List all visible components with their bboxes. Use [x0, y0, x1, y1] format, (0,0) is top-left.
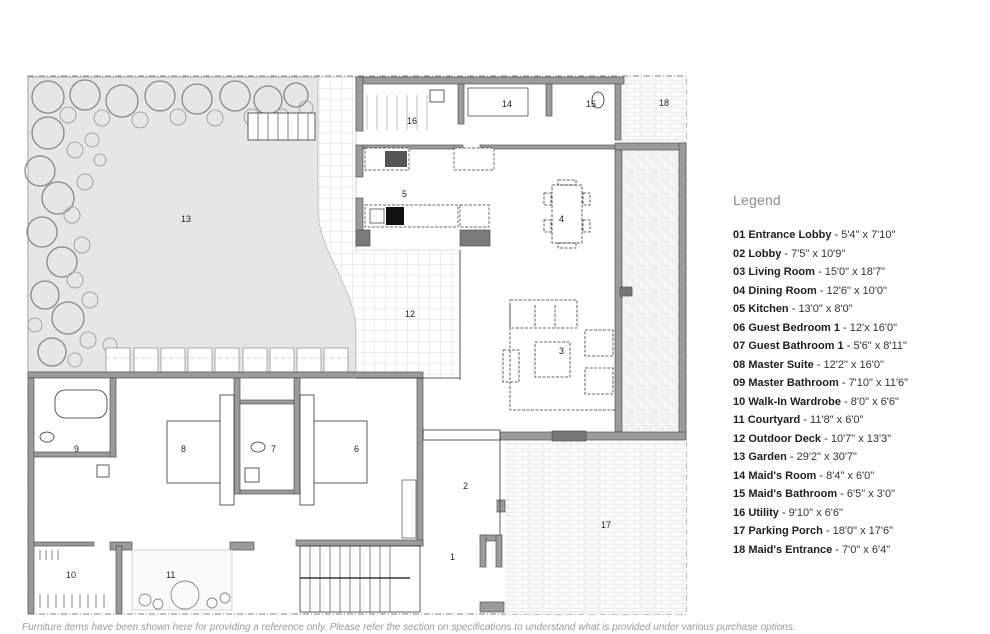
kitchen-sink-icon	[369, 208, 385, 224]
room-label-10: 10	[66, 570, 76, 580]
hob-icon	[386, 207, 404, 225]
living-room-furniture	[502, 299, 615, 411]
legend-item: 08 Master Suite - 12'2" x 16'0"	[733, 358, 884, 371]
room-label-17: 17	[601, 520, 611, 530]
maid-bed	[467, 87, 529, 117]
room-label-13: 13	[181, 214, 191, 224]
legend-item: 06 Guest Bedroom 1 - 12'x 16'0"	[733, 321, 898, 334]
legend-list: 01 Entrance Lobby - 5'4" x 7'10" 02 Lobb…	[733, 226, 973, 559]
room-label-6: 6	[354, 444, 359, 454]
room-labels: 1 2 3 4 5 6 7 8 9 10 11 12 13 14 15 16 1…	[66, 98, 669, 580]
legend-item: 01 Entrance Lobby - 5'4" x 7'10"	[733, 229, 896, 241]
footnote: Furniture items have been shown here for…	[22, 622, 796, 633]
beds	[166, 394, 368, 506]
garden-area	[24, 76, 357, 373]
legend-title: Legend	[733, 192, 781, 208]
legend-item: 12 Outdoor Deck - 10'7" x 13'3"	[733, 432, 892, 445]
walls	[27, 76, 687, 615]
legend-item: 14 Maid's Room - 8'4" x 6'0"	[733, 469, 875, 482]
room-label-11: 11	[166, 570, 175, 580]
interior-lines	[299, 250, 501, 613]
legend-item: 03 Living Room - 15'0" x 18'7"	[733, 266, 886, 278]
legend: Legend 01 Entrance Lobby - 5'4" x 7'10" …	[733, 192, 973, 559]
room-label-3: 3	[559, 346, 564, 356]
courtyard-area	[131, 549, 233, 611]
room-label-16: 16	[407, 116, 417, 126]
room-label-14: 14	[502, 99, 512, 109]
maids-entrance-area	[622, 77, 686, 143]
legend-item: 04 Dining Room - 12'6" x 10'0"	[733, 284, 887, 297]
room-label-18: 18	[659, 98, 669, 108]
room-label-12: 12	[405, 309, 415, 319]
legend-item: 02 Lobby - 7'5" x 10'9"	[733, 247, 846, 260]
legend-item: 11 Courtyard - 11'8" x 6'0"	[733, 414, 864, 426]
legend-item: 16 Utility - 9'10" x 6'6"	[733, 506, 843, 519]
legend-item: 09 Master Bathroom - 7'10" x 11'6"	[733, 377, 909, 389]
bathroom-fixtures	[39, 89, 605, 483]
legend-item: 13 Garden - 29'2" x 30'7"	[733, 451, 857, 463]
room-label-5: 5	[402, 189, 407, 199]
legend-item: 15 Maid's Bathroom - 6'5" x 3'0"	[733, 488, 895, 500]
room-label-7: 7	[271, 444, 276, 454]
room-label-4: 4	[559, 214, 564, 224]
utility-racks	[366, 95, 428, 130]
cooktop-icon	[385, 151, 407, 167]
room-label-15: 15	[586, 99, 596, 109]
room-label-1: 1	[450, 552, 455, 562]
room-label-2: 2	[463, 481, 468, 491]
wardrobe-racks	[39, 479, 417, 608]
legend-item: 18 Maid's Entrance - 7'0" x 6'4"	[733, 543, 891, 556]
legend-item: 17 Parking Porch - 18'0" x 17'6"	[733, 525, 893, 537]
dining-table	[543, 179, 591, 249]
legend-item: 07 Guest Bathroom 1 - 5'6" x 8'11"	[733, 340, 907, 352]
kitchen-counters	[364, 147, 495, 228]
room-label-9: 9	[74, 444, 79, 454]
room-label-8: 8	[181, 444, 186, 454]
legend-item: 10 Walk-In Wardrobe - 8'0" x 6'6"	[733, 395, 899, 408]
parking-porch-area	[505, 440, 686, 614]
legend-item: 05 Kitchen - 13'0" x 8'0"	[733, 303, 853, 315]
